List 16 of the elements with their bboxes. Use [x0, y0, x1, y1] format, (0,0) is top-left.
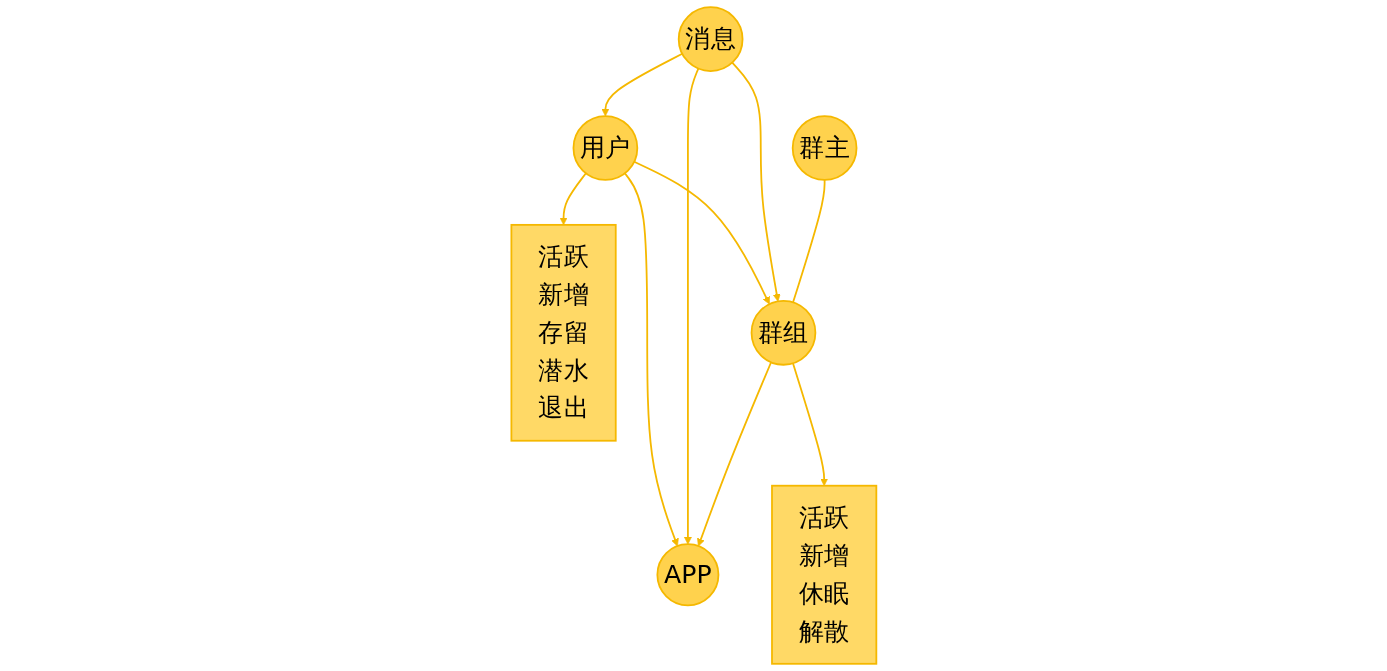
node-circle: 用户: [572, 115, 638, 181]
arrow: [683, 67, 699, 545]
node-circle: 群组: [750, 299, 816, 366]
arrow: [632, 160, 770, 305]
arrow: [623, 172, 679, 547]
node-circle: 群主: [791, 115, 858, 181]
node-circle: 消息: [677, 6, 744, 72]
arrow: [559, 172, 587, 226]
arrow: [696, 361, 772, 547]
arrow: [791, 362, 828, 487]
connector: [791, 179, 826, 304]
node-box: 活跃新增休眠解散: [770, 484, 877, 665]
arrow: [731, 61, 781, 302]
node-circle: APP: [656, 543, 719, 607]
node-box: 活跃新增存留潜水退出: [510, 223, 617, 442]
arrow: [601, 52, 683, 117]
